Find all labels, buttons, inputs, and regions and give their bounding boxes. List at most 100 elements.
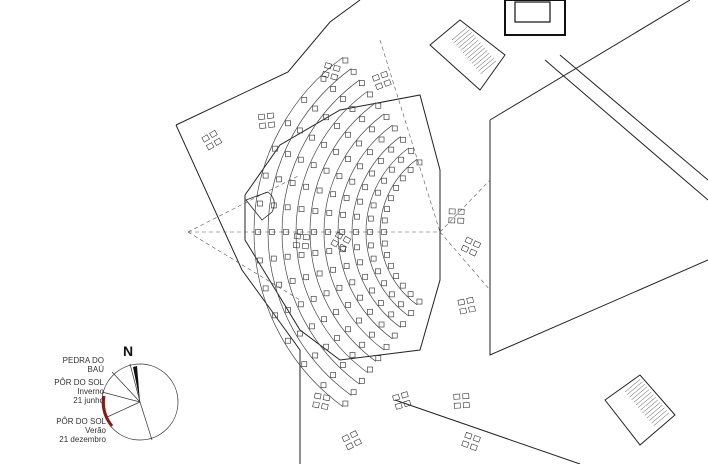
stair-tread [471,50,488,64]
seat [393,273,400,279]
seat [316,187,323,194]
seat [353,229,359,235]
seat [378,300,384,306]
seat [384,252,390,258]
seat [276,281,282,288]
stair-tread [458,34,475,48]
seat [349,352,356,358]
chair [322,394,331,402]
landmark-line-2: BAÚ [87,365,104,374]
seat [333,309,339,315]
seat [321,316,327,323]
seat [369,126,375,133]
seat [400,136,406,143]
chair [324,62,333,70]
chair [472,240,482,249]
winter-title: PÔR DO SOL [54,378,104,387]
furniture-clusters [201,62,482,451]
winter-season: Inverno [77,387,104,396]
seat [311,229,317,235]
seat [262,285,269,292]
chair [330,239,339,248]
seat [339,96,346,102]
seat [257,200,263,207]
seat [400,321,406,328]
chair [353,438,362,447]
outline-bottom [394,399,581,464]
seat [388,146,395,153]
seat [359,341,366,348]
chair [453,402,461,409]
seat [381,217,388,224]
seat [336,284,343,291]
seat-row [309,102,377,362]
chair [342,235,352,244]
seat-row [295,90,368,374]
chair [392,393,401,402]
seat [283,229,289,235]
seat [301,96,308,103]
chair [205,142,215,151]
sun-arc [101,395,114,427]
chair [461,440,470,448]
seat-row [323,113,385,351]
chair [468,305,476,313]
seat [345,156,351,163]
chair [462,393,470,400]
seat [297,127,303,134]
stair-tread [478,58,494,72]
seat [354,213,360,220]
chair [201,134,210,143]
seat [368,215,374,222]
seat [262,172,269,179]
seat [333,149,339,155]
seat [345,301,351,308]
chair [400,391,409,399]
seat [323,167,330,174]
seat [285,306,291,313]
seat [357,198,363,205]
seat [368,242,374,249]
seat [334,123,340,129]
chair [459,307,468,315]
axis-line-2 [187,174,301,233]
seat [342,400,349,407]
seat [312,105,319,112]
chair [403,399,412,408]
seat-row [379,158,418,306]
outline-north-wall [175,0,361,126]
seat-row [365,147,410,317]
chair [302,234,310,241]
seat [378,136,385,143]
stair-tread [462,39,479,54]
seat [272,312,278,319]
seat [369,170,375,177]
stair-tread [476,55,492,69]
chair [259,122,267,130]
seat [272,145,278,152]
stair-tread [649,407,665,421]
chair [469,443,478,451]
stair-tread [642,399,659,413]
seat [285,337,291,344]
summer-date: 21 dezembro [59,435,106,444]
seat [330,372,337,378]
seat [383,114,390,120]
outline-corridor-2 [559,54,708,181]
seat-row [267,68,352,396]
chair [457,298,466,306]
seat [350,389,357,396]
chair [313,392,322,400]
seat [285,120,291,127]
seat [393,185,400,191]
axis-line-4 [439,179,491,233]
chair [462,402,470,409]
stair-tread [460,37,477,51]
seat [298,206,305,213]
seat [375,268,381,275]
elevator-core [504,0,566,36]
chair [257,113,266,121]
seat [367,229,373,235]
seat [255,229,261,235]
